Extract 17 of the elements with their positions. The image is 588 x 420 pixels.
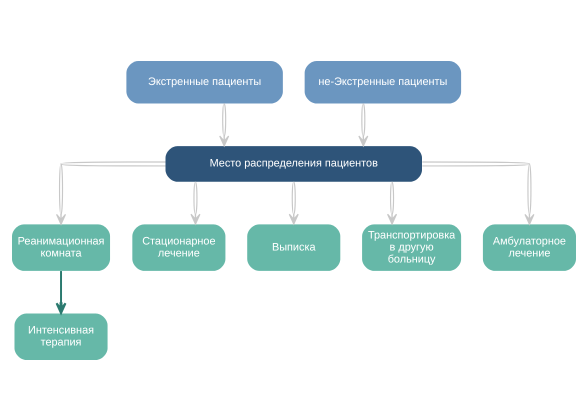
arrow xyxy=(219,102,230,146)
node-box: Интенсивная терапия xyxy=(14,313,108,360)
arrow xyxy=(422,160,534,224)
node-box: Место распределения пациентов xyxy=(166,146,422,182)
node-box: Реанимационная комната xyxy=(12,224,110,270)
node-box: Экстренные пациенты xyxy=(126,60,283,104)
arrow xyxy=(190,181,201,224)
node-box: Транспортировка в другую больницу xyxy=(362,224,462,270)
node-box: не-Экстренные пациенты xyxy=(304,60,462,104)
arrow xyxy=(386,181,398,224)
arrow xyxy=(288,181,299,224)
node-box: Выписка xyxy=(247,224,340,270)
arrow xyxy=(56,160,166,224)
node-box: Стационарное лечение xyxy=(132,224,226,270)
node-box: Амбулаторное лечение xyxy=(482,224,576,270)
arrow xyxy=(358,102,368,146)
arrow xyxy=(56,270,66,314)
